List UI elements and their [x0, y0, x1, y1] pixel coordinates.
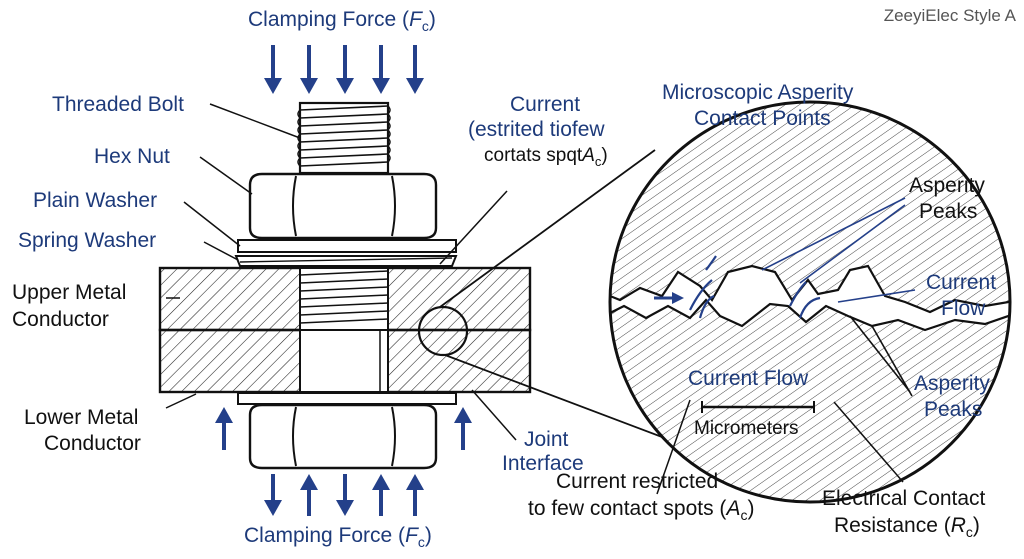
current-flow-inside-label: Current Flow [688, 367, 809, 390]
threaded-bolt-label: Threaded Bolt [52, 93, 184, 116]
down-arrow-icon [336, 474, 354, 516]
hex-nut-bottom [248, 403, 438, 470]
clamp-bottom-subscript: c [417, 534, 425, 551]
restricted-subscript: c [740, 507, 748, 524]
asperity-peaks-bottom-line1: Asperity [914, 372, 990, 395]
lower-washer [237, 392, 457, 405]
micrometers-label: Micrometers [694, 418, 799, 439]
top-clamp-arrows [264, 45, 424, 94]
leader-lines [165, 103, 904, 495]
up-arrow-icon [406, 474, 424, 516]
down-arrow-icon [300, 45, 318, 94]
magnified-view [608, 100, 1012, 504]
clamp-top-subscript: c [421, 18, 429, 35]
up-arrow-icon [372, 474, 390, 516]
clamp-top-close: ) [428, 8, 436, 31]
microscopic-label-line1: Microscopic Asperity [662, 81, 854, 104]
current-spot-text: cortats spqt [484, 145, 583, 166]
asperity-peaks-bottom-line2: Peaks [924, 398, 983, 421]
current-spot-close: ) [601, 145, 608, 166]
upper-metal-label-line2: Conductor [12, 308, 109, 331]
bolt-shaft-through-plates [299, 267, 389, 393]
asperity-peaks-top-line2: Peaks [919, 200, 978, 223]
current-label-line1: Current [510, 93, 581, 116]
spring-washer [234, 255, 458, 267]
restricted-close: ) [747, 497, 755, 520]
plain-washer-label: Plain Washer [33, 189, 158, 212]
down-arrow-icon [372, 45, 390, 94]
current-flow-right-line1: Current [926, 271, 997, 294]
joint-interface-line1: Joint [524, 428, 569, 451]
up-arrow-icon [454, 407, 472, 450]
hex-nut-top [248, 172, 438, 240]
down-arrow-icon [406, 45, 424, 94]
ecr-label-line2: Resistance (Rc) [834, 514, 980, 544]
current-spot-subscript: c [594, 153, 602, 169]
asperity-peaks-top-line1: Asperity [909, 174, 985, 197]
clamping-force-top-label: Clamping Force (Fc) [248, 8, 436, 38]
ecr-close: ) [972, 514, 980, 537]
down-arrow-icon [336, 45, 354, 94]
spring-washer-label: Spring Washer [18, 229, 157, 252]
microscopic-label-line2: Contact Points [694, 107, 831, 130]
up-arrow-icon [300, 474, 318, 516]
restricted-label-line2: to few contact spots (Ac) [528, 497, 754, 527]
up-arrow-icon [215, 407, 233, 450]
ecr-text: Resistance ( [834, 514, 951, 537]
magnify-line-bottom [444, 354, 671, 441]
current-spot-symbol: A [582, 145, 595, 166]
lower-metal-label-line2: Conductor [44, 432, 141, 455]
clamp-bottom-text: Clamping Force ( [244, 524, 406, 547]
clamp-top-symbol: F [409, 8, 422, 31]
current-label-line2: (estrited tiofew [468, 118, 605, 141]
clamp-bottom-close: ) [424, 524, 432, 547]
current-label-line3: cortats spqtAc) [484, 144, 608, 174]
clamping-force-bottom-label: Clamping Force (Fc) [244, 524, 432, 554]
restricted-symbol: A [726, 497, 741, 520]
watermark: ZeeyiElec Style A [883, 6, 1016, 25]
restricted-label-line1: Current restricted [556, 470, 719, 493]
ecr-subscript: c [965, 524, 973, 541]
clamp-top-text: Clamping Force ( [248, 8, 410, 31]
ecr-symbol: R [950, 514, 966, 537]
bottom-clamp-arrows [264, 474, 424, 516]
down-arrow-icon [264, 45, 282, 94]
upper-metal-label-line1: Upper Metal [12, 281, 127, 304]
plain-washer [237, 239, 457, 253]
clamp-bottom-symbol: F [405, 524, 418, 547]
lower-metal-label-line1: Lower Metal [24, 406, 139, 429]
restricted-text: to few contact spots ( [528, 497, 727, 520]
current-flow-right-line2: Flow [941, 297, 986, 320]
detail-source-circle [417, 305, 469, 357]
magnify-line-top [439, 149, 656, 308]
hex-nut-label: Hex Nut [94, 145, 170, 168]
threaded-bolt [297, 101, 391, 175]
down-arrow-icon [264, 474, 282, 516]
ecr-label-line1: Electrical Contact [822, 487, 986, 510]
joint-interface-line2: Interface [502, 452, 584, 475]
